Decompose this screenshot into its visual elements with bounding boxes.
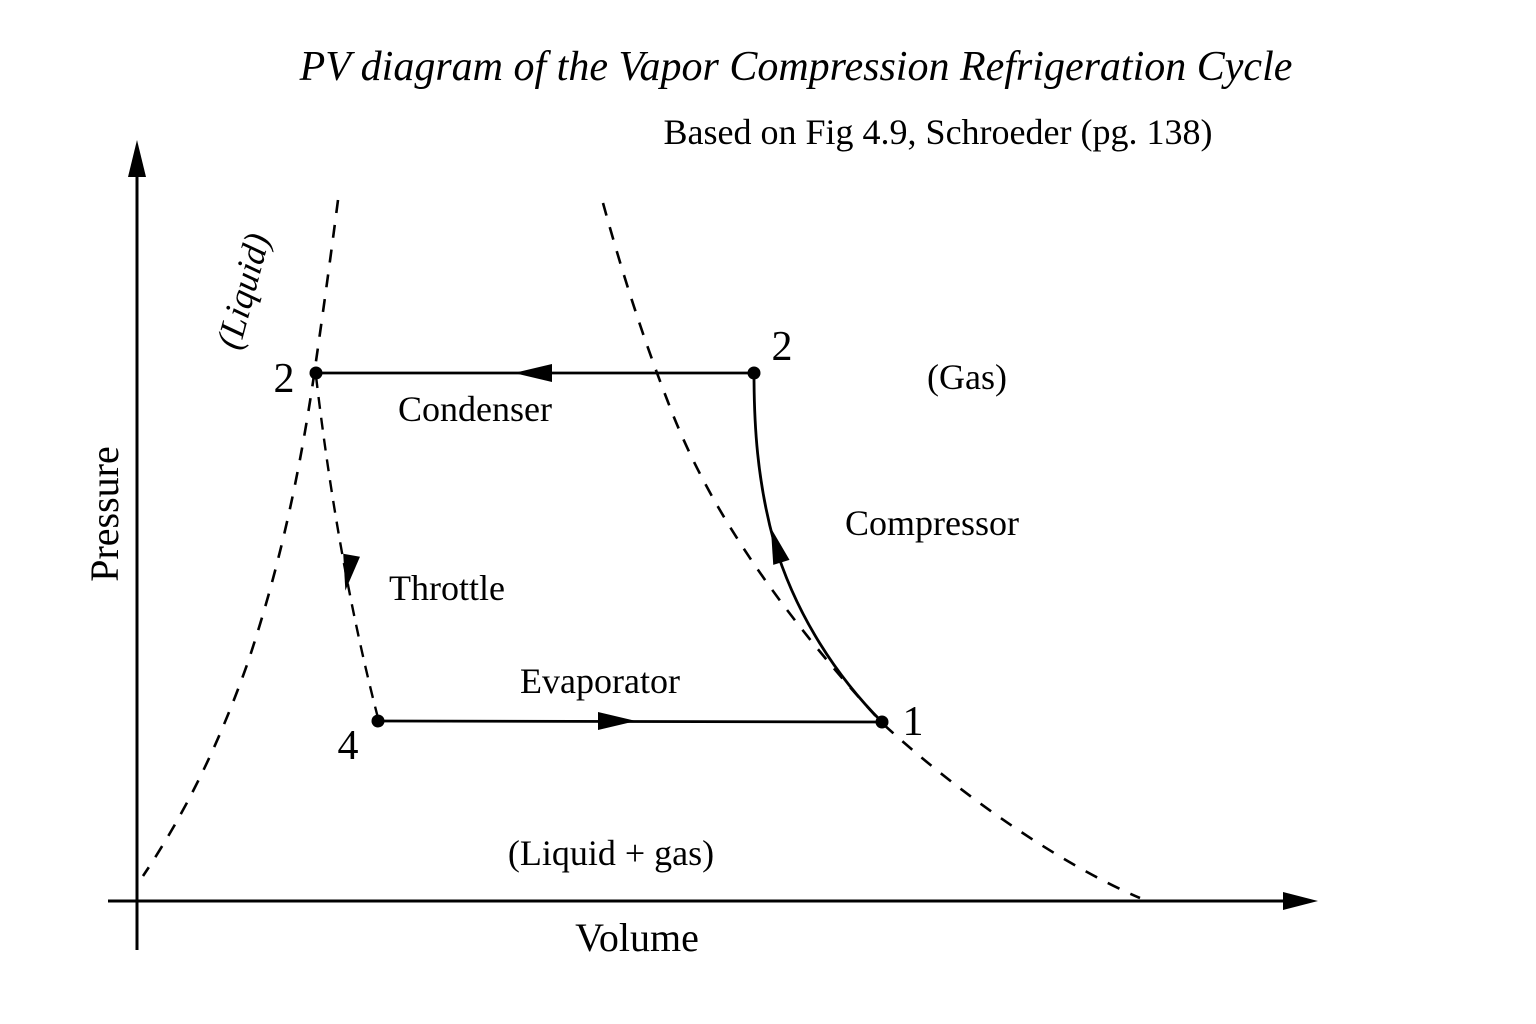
state-label-1: 1 (902, 699, 924, 745)
gas-saturation-curve (601, 202, 1141, 900)
state-label-2-right: 2 (771, 324, 793, 370)
state-label-2-left: 2 (273, 356, 295, 402)
y-axis-arrowhead-icon (128, 140, 146, 177)
state-point-1-dot (875, 715, 889, 729)
compressor-label: Compressor (845, 503, 1019, 543)
liquid-gas-region-label: (Liquid + gas) (507, 833, 715, 873)
compressor-arrowhead-icon (770, 527, 790, 565)
page-title: PV diagram of the Vapor Compression Refr… (299, 44, 1293, 90)
gas-region-label: (Gas) (927, 357, 1007, 397)
x-axis-label: Volume (575, 915, 699, 960)
state-label-4: 4 (337, 723, 359, 769)
condenser-arrowhead-icon (514, 364, 552, 382)
state-point-2-right-dot (747, 366, 761, 380)
state-point-4-dot (371, 714, 385, 728)
state-point-2-left-dot (309, 366, 323, 380)
throttle-label: Throttle (389, 568, 505, 608)
evaporator-label: Evaporator (520, 661, 680, 701)
throttle-line (314, 375, 380, 719)
condenser-label: Condenser (398, 389, 552, 429)
liquid-saturation-curve (141, 199, 340, 877)
x-axis-arrowhead-icon (1283, 892, 1318, 910)
y-axis-label: Pressure (82, 446, 127, 582)
throttle-arrowhead-icon (343, 553, 360, 591)
page-subtitle: Based on Fig 4.9, Schroeder (pg. 138) (663, 112, 1213, 152)
evaporator-arrowhead-icon (598, 712, 636, 730)
